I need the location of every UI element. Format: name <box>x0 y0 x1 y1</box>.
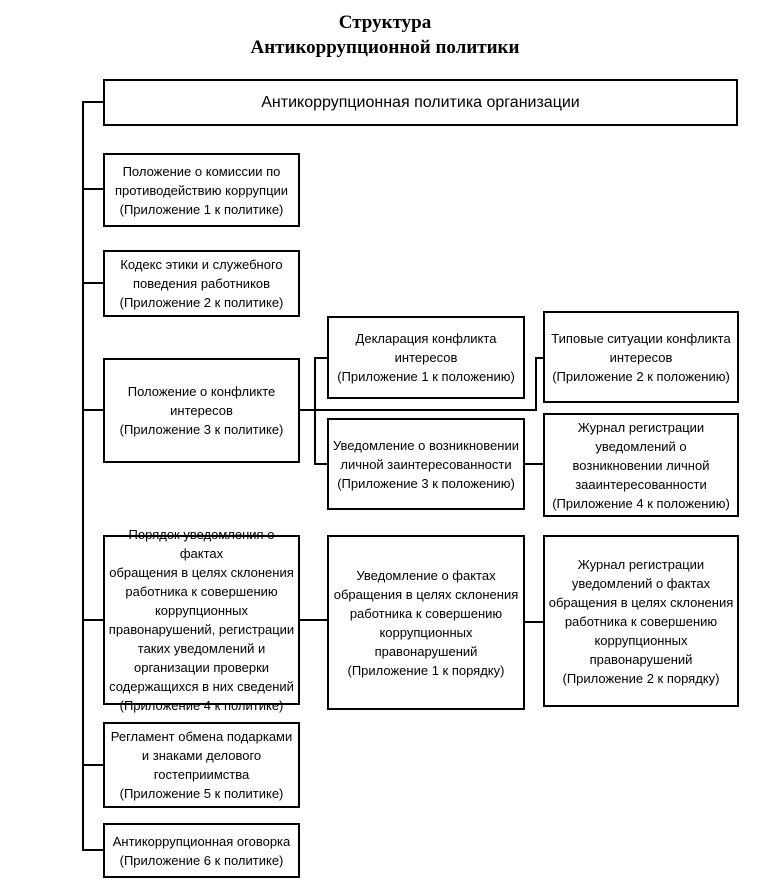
connector-stub-typical-situations <box>535 357 545 359</box>
connector-conflict-children-vertical-right <box>535 357 537 411</box>
box-conflict-of-interest-regulation: Положение о конфликте интересов (Приложе… <box>103 358 300 463</box>
box-conflict-declaration: Декларация конфликта интересов (Приложен… <box>327 316 525 399</box>
diagram-title: Структура Антикоррупционной политики <box>250 12 520 58</box>
connector-inducement-notice-to-journal <box>525 621 545 623</box>
connector-stub-gifts <box>82 764 103 766</box>
connector-stub-procedure <box>82 619 103 621</box>
box-gifts-regulation: Регламент обмена подарками и знаками дел… <box>103 722 300 808</box>
connector-interest-notice-to-journal <box>525 463 545 465</box>
connector-stub-commission <box>82 188 103 190</box>
connector-procedure-to-inducement-notice <box>300 619 329 621</box>
box-notification-procedure: Порядок уведомления о фактах обращения в… <box>103 527 300 713</box>
box-personal-interest-journal: Журнал регистрации уведомлений о возникн… <box>543 413 739 517</box>
box-typical-conflict-situations: Типовые ситуации конфликта интересов (Пр… <box>543 311 739 403</box>
connector-conflict-children-horizontal <box>300 409 537 411</box>
box-anticorruption-policy: Антикоррупционная политика организации <box>103 79 738 126</box>
box-anticorruption-clause: Антикоррупционная оговорка (Приложение 6… <box>103 823 300 878</box>
connector-stub-root <box>82 101 103 103</box>
connector-stub-conflict <box>82 409 103 411</box>
box-personal-interest-notice: Уведомление о возникновении личной заинт… <box>327 418 525 510</box>
box-inducement-notice: Уведомление о фактах обращения в целях с… <box>327 535 525 710</box>
connector-conflict-children-vertical-left <box>314 357 316 465</box>
connector-stub-ethics <box>82 282 103 284</box>
connector-stub-interest-notice <box>314 463 329 465</box>
connector-trunk-vertical <box>82 101 84 851</box>
box-ethics-code: Кодекс этики и служебного поведения рабо… <box>103 250 300 317</box>
connector-stub-clause <box>82 849 103 851</box>
box-inducement-journal: Журнал регистрации уведомлений о фактах … <box>543 535 739 707</box>
box-commission-regulation: Положение о комиссии по противодействию … <box>103 153 300 227</box>
connector-stub-declaration <box>314 357 329 359</box>
